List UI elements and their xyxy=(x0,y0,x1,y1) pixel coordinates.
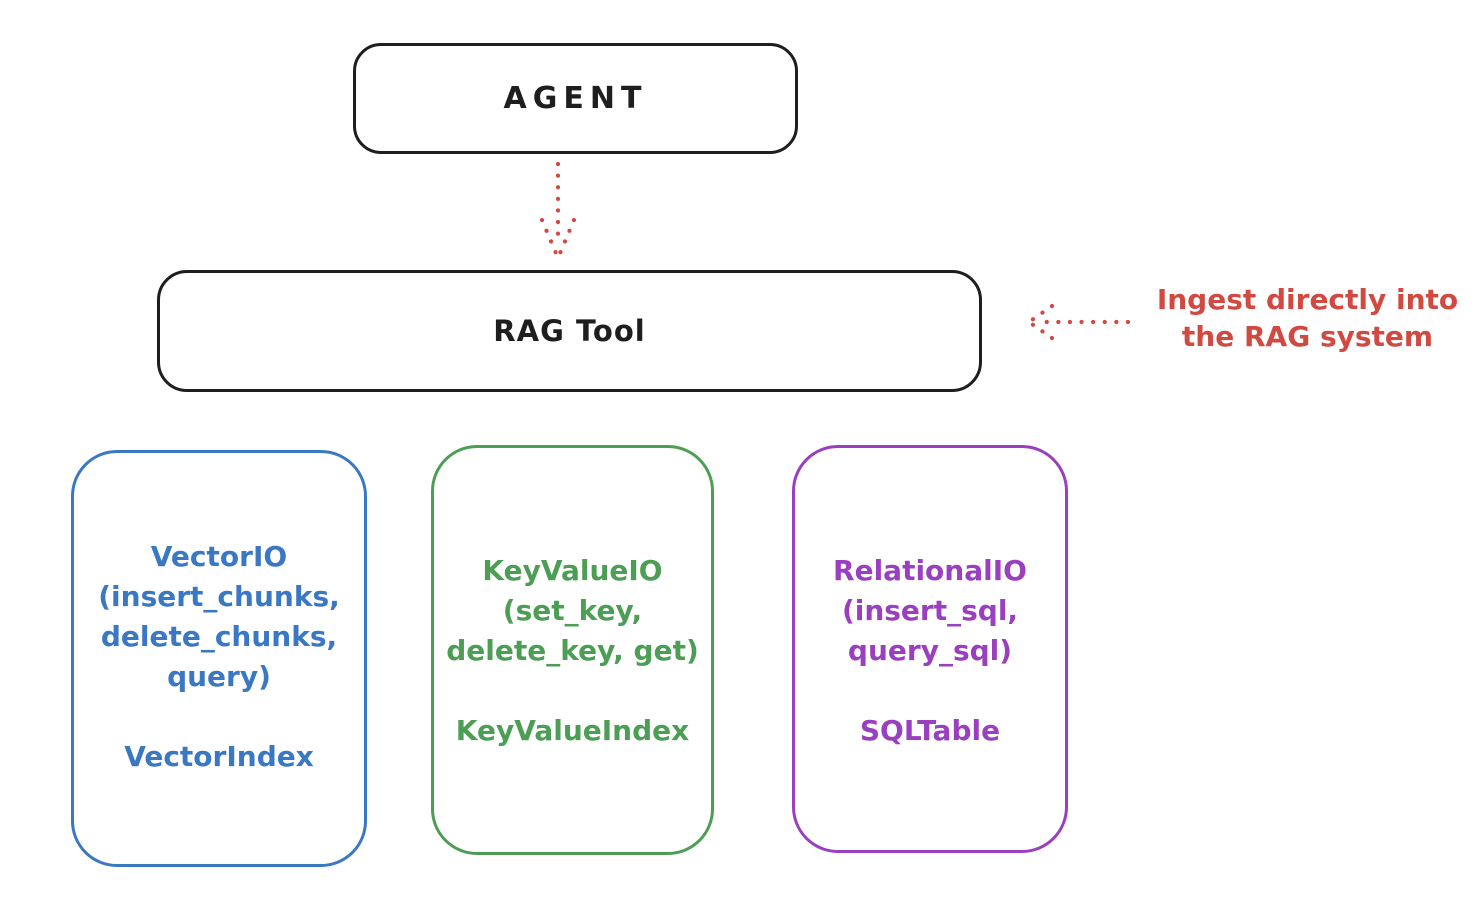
vector-io-node: VectorIO (insert_chunks, delete_chunks, … xyxy=(71,450,367,867)
vector-io-title: VectorIO xyxy=(150,540,288,573)
rag-tool-label: RAG Tool xyxy=(493,314,646,348)
relational-io-node: RelationalIO (insert_sql, query_sql) SQL… xyxy=(792,445,1068,853)
keyvalue-io-methods: (set_key, delete_key, get) xyxy=(446,594,699,667)
keyvalue-io-index: KeyValueIndex xyxy=(455,714,690,747)
relational-io-index: SQLTable xyxy=(859,714,1001,747)
dotted-arrow-left-icon xyxy=(1022,302,1134,342)
vector-io-index: VectorIndex xyxy=(124,740,314,773)
vector-io-methods: (insert_chunks, delete_chunks, query) xyxy=(98,580,340,693)
keyvalue-io-title: KeyValueIO xyxy=(482,554,663,587)
relational-io-methods: (insert_sql, query_sql) xyxy=(841,594,1019,667)
dotted-arrow-down-icon xyxy=(538,160,578,264)
agent-node: AGENT xyxy=(353,43,798,154)
relational-io-title: RelationalIO xyxy=(833,554,1027,587)
ingest-annotation: Ingest directly into the RAG system xyxy=(1156,283,1459,353)
keyvalue-io-node: KeyValueIO (set_key, delete_key, get) Ke… xyxy=(431,445,714,855)
agent-label: AGENT xyxy=(503,81,648,116)
rag-tool-node: RAG Tool xyxy=(157,270,982,392)
